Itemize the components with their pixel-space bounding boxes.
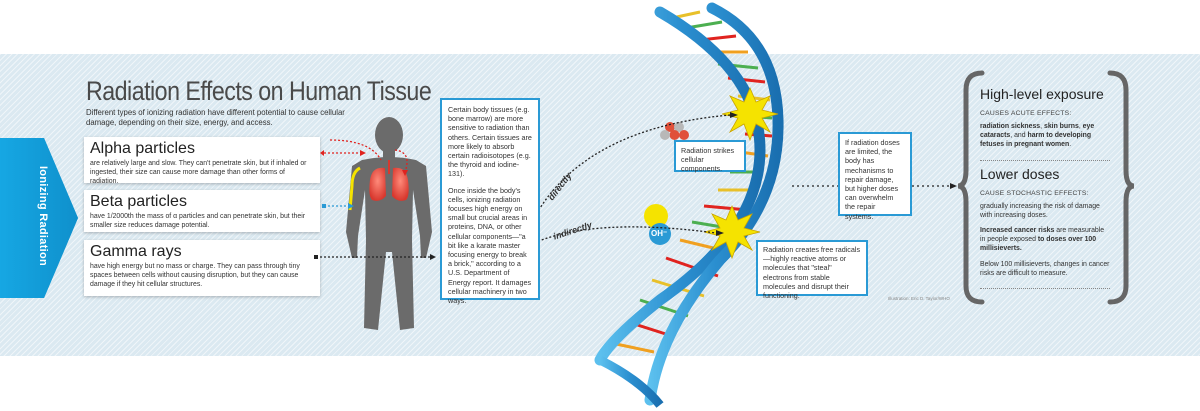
stochastic-effects-caption: CAUSE STOCHASTIC EFFECTS: [980,190,1089,197]
dna-helix [594,2,784,408]
background-band [0,54,1200,356]
stochastic-effects-text: gradually increasing the risk of damage … [980,203,1100,219]
panel-divider-bottom [980,288,1110,289]
cancer-risk-text: Increased cancer risks are measurable in… [980,227,1105,252]
subtitle: Different types of ionizing radiation ha… [86,108,345,127]
below-threshold-text: Below 100 millisieverts, changes in canc… [980,261,1110,277]
repair-box: If radiation doses are limited, the body… [838,132,912,221]
beta-paths [322,203,354,209]
alpha-text: are relatively large and slow. They can'… [90,160,307,185]
acute-effects-text: radiation sickness, skin burns, eye cata… [980,123,1095,148]
hydroxyl-radical-icon [644,204,671,245]
human-body-figure [346,117,432,330]
radiation-burst-icon-lower [703,204,761,260]
alpha-heading: Alpha particles [90,140,195,157]
gamma-heading: Gamma rays [90,243,182,260]
page-title: Radiation Effects on Human Tissue [86,76,432,106]
strike-box: Radiation strikes cellular components. [674,140,746,173]
radiation-burst-icon-upper [721,86,779,142]
high-level-heading: High-level exposure [980,86,1104,102]
to-effects-arrow [792,183,957,189]
effect-fetal-harm: harm to developing fetuses in pregnant w… [980,132,1092,148]
effect-skin-burns: skin burns [1043,123,1079,130]
gamma-path [314,254,436,260]
effects-panel: High-level exposure CAUSES ACUTE EFFECTS… [960,70,1130,305]
illustration-credit: Illustration: Eric D. Taylor/WHO [888,296,950,301]
tissue-info-box: Certain body tissues (e.g. bone marrow) … [440,98,540,305]
alpha-card: Alpha particles are relatively large and… [84,137,320,185]
panel-divider-top [980,160,1110,161]
gamma-text: have high energy but no mass or charge. … [90,263,300,288]
effect-eye-cataracts: eye cataracts [980,123,1095,139]
beta-heading: Beta particles [90,193,187,210]
direct-indirect-paths [519,114,731,251]
alpha-paths [324,139,408,173]
tissue-info-p1: Certain body tissues (e.g. bone marrow) … [448,105,532,179]
brace-icons [957,70,1135,305]
beta-card: Beta particles have 1/2000th the mass of… [84,190,320,232]
free-radical-box: Radiation creates free radicals—highly r… [756,240,868,300]
gamma-card: Gamma rays have high energy but no mass … [84,240,320,296]
lower-doses-heading: Lower doses [980,166,1060,182]
oh-label: OH⁻ [651,229,668,238]
tissue-info-p2: Once inside the body's cells, ionizing r… [448,185,532,306]
beta-text: have 1/2000th the mass of α particles an… [90,213,306,229]
ionizing-radiation-arrow [0,138,78,298]
acute-effects-caption: CAUSES ACUTE EFFECTS: [980,110,1072,117]
effect-radiation-sickness: radiation sickness [980,123,1041,130]
lungs-icon [369,160,409,201]
molecule-icon [660,122,689,140]
beta-skin-path [348,166,361,211]
